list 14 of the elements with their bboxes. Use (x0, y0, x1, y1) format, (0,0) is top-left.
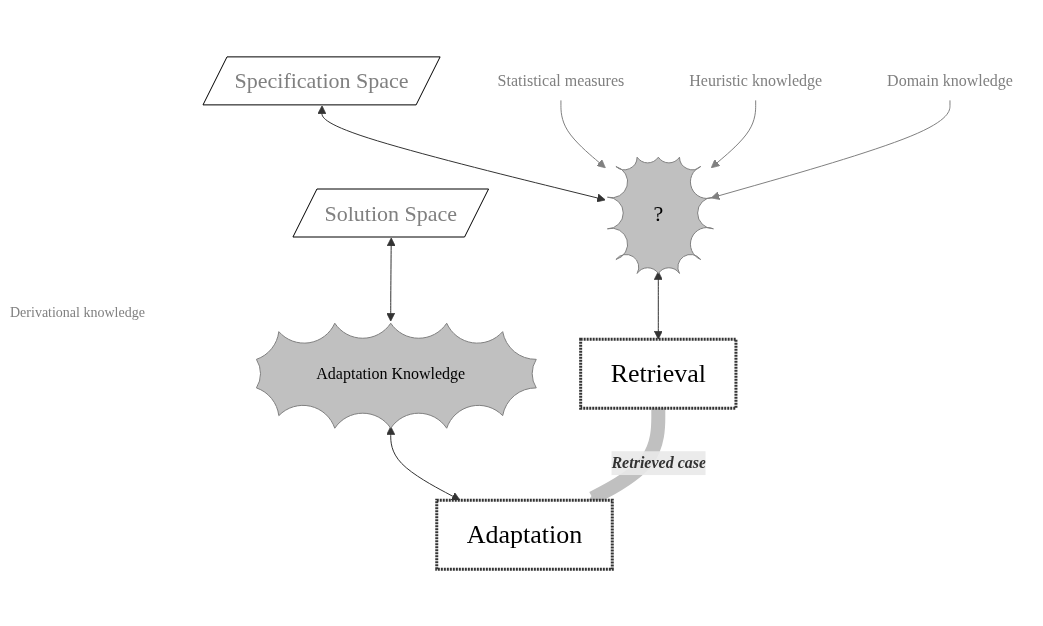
node-text: Statistical measures (497, 71, 625, 89)
arrow (317, 105, 606, 203)
note-text: Derivational knowledge (10, 305, 146, 321)
arrow (386, 237, 396, 322)
arrow (710, 99, 951, 200)
arrow (710, 99, 756, 169)
edge-label: Retrieved case (611, 454, 706, 472)
arrow (653, 271, 663, 340)
node-box: Retrieval (578, 337, 738, 410)
node-text: Domain knowledge (886, 71, 1013, 89)
arrow (386, 426, 461, 501)
node-text: Heuristic knowledge (689, 71, 822, 89)
node-box: Adaptation (435, 498, 614, 571)
arrow (560, 99, 606, 169)
